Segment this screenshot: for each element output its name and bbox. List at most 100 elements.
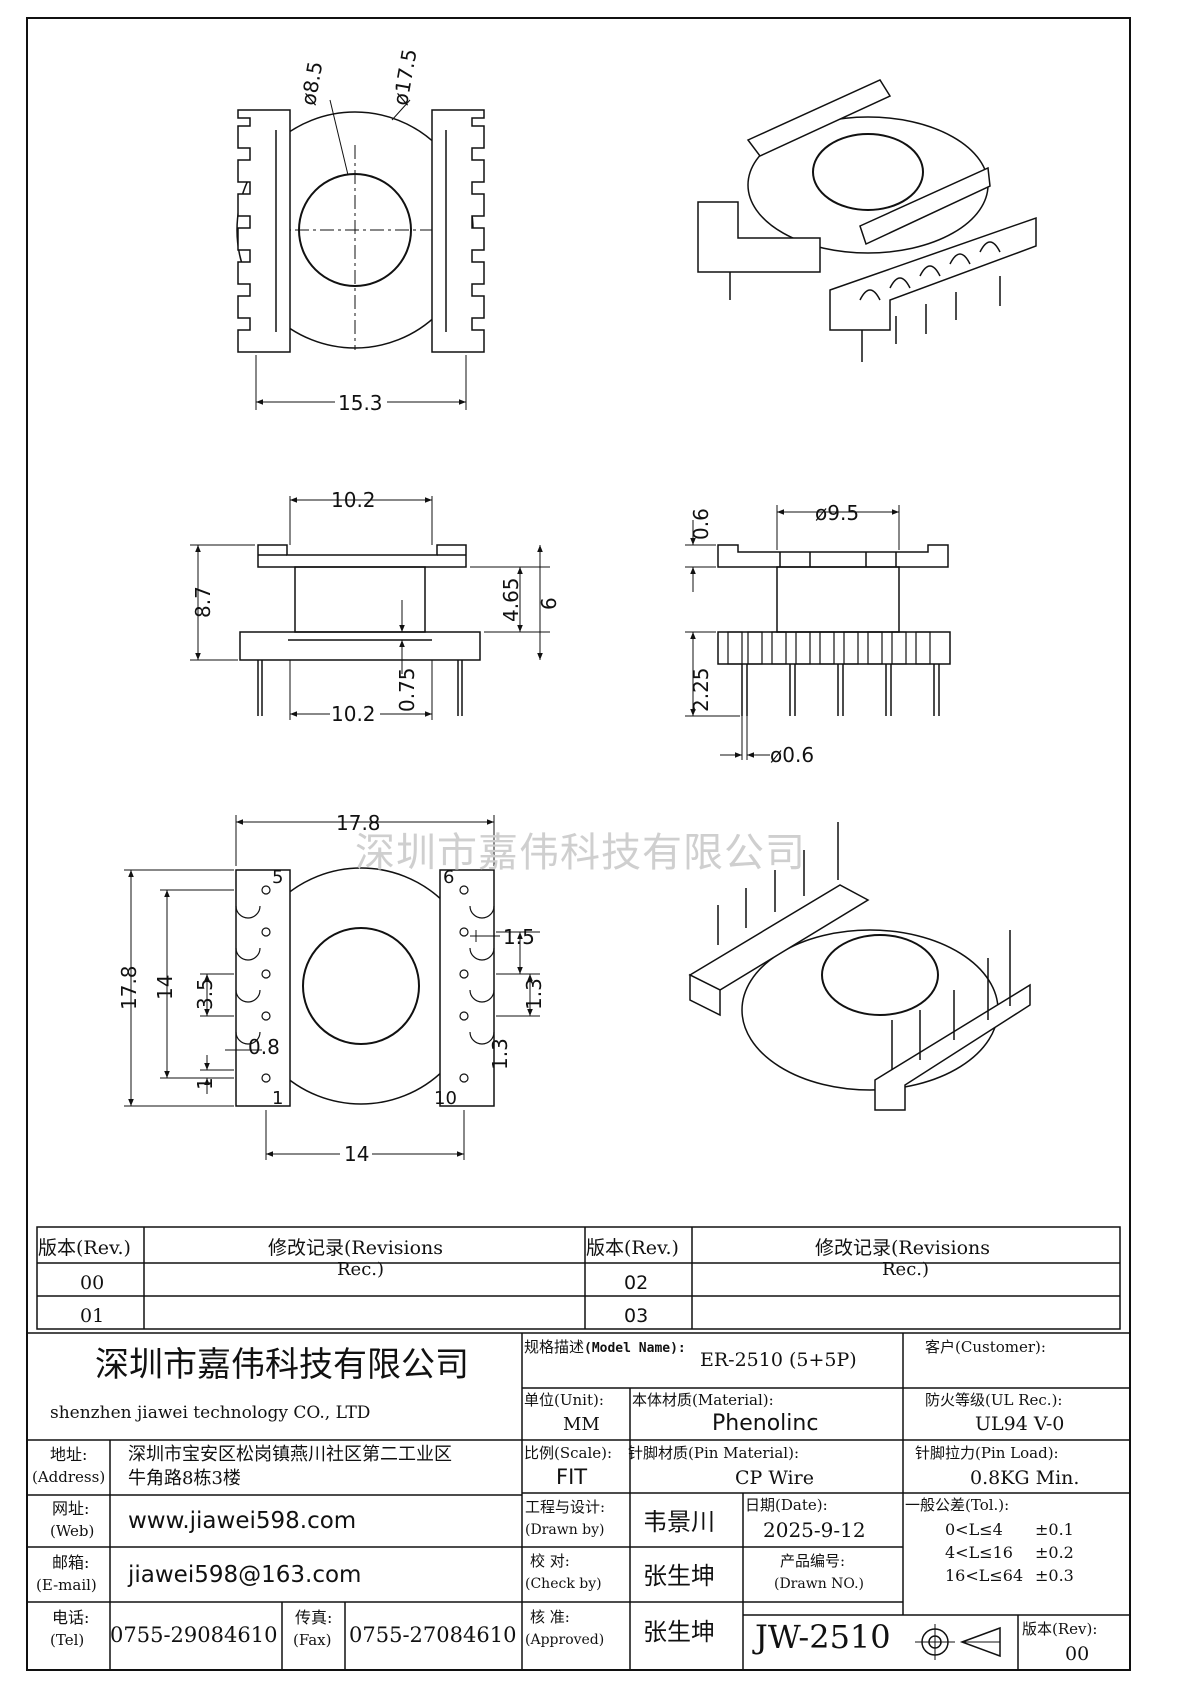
side-view bbox=[685, 505, 951, 760]
tol-range-2: 4<L≤16 bbox=[945, 1543, 1013, 1562]
unit-value: MM bbox=[563, 1414, 600, 1435]
website-link[interactable]: www.jiawei598.com bbox=[128, 1508, 356, 1534]
dim-d8-5: ø8.5 bbox=[296, 60, 327, 108]
dim-4-65: 4.65 bbox=[499, 577, 523, 622]
dim-10-2-bottom: 10.2 bbox=[331, 702, 376, 726]
dim-2-25: 2.25 bbox=[689, 667, 713, 712]
company-name-cn: 深圳市嘉伟科技有限公司 bbox=[95, 1345, 469, 1385]
unit-label: 单位(Unit): bbox=[524, 1391, 604, 1409]
dim-14-width: 14 bbox=[344, 1142, 369, 1166]
pin-material-label: 针脚材质(Pin Material): bbox=[628, 1444, 799, 1462]
fax-label: 传真: bbox=[295, 1608, 332, 1627]
fax-label-en: (Fax) bbox=[293, 1631, 332, 1649]
email-label-en: (E-mail) bbox=[36, 1576, 97, 1594]
dim-pin-d0-6: ø0.6 bbox=[770, 743, 814, 767]
material-label: 本体材质(Material): bbox=[632, 1391, 774, 1409]
dim-1-3-a: 1.3 bbox=[522, 978, 546, 1010]
tol-value-2: ±0.2 bbox=[1035, 1543, 1074, 1562]
dim-6: 6 bbox=[537, 597, 561, 610]
rec-label-right: Rec.) bbox=[882, 1259, 929, 1280]
rev-header-right: 版本(Rev.) bbox=[586, 1237, 679, 1259]
pin-label-5: 5 bbox=[272, 867, 283, 888]
rev-row-03: 03 bbox=[624, 1305, 648, 1327]
dim-15-3: 15.3 bbox=[338, 391, 383, 415]
title-block bbox=[26, 1332, 1131, 1671]
dim-0-8: 0.8 bbox=[248, 1035, 280, 1059]
ul-value: UL94 V-0 bbox=[975, 1413, 1064, 1435]
check-label: 校 对: bbox=[530, 1552, 570, 1570]
drawing-no-value: JW-2510 bbox=[752, 1618, 891, 1656]
bottom-view bbox=[124, 815, 540, 1160]
dim-0-6: 0.6 bbox=[689, 508, 713, 540]
record-header-right: 修改记录(Revisions bbox=[815, 1237, 990, 1259]
address-line-2: 牛角路8栋3楼 bbox=[128, 1468, 241, 1489]
pin-load-value: 0.8KG Min. bbox=[970, 1467, 1079, 1489]
front-view bbox=[190, 496, 550, 720]
address-label-en: (Address) bbox=[32, 1468, 105, 1486]
dim-0-75: 0.75 bbox=[395, 667, 419, 712]
ul-label: 防火等级(UL Rec.): bbox=[925, 1391, 1062, 1409]
pin-material-value: CP Wire bbox=[735, 1467, 814, 1489]
dim-17-8-width: 17.8 bbox=[336, 811, 381, 835]
scale-label: 比例(Scale): bbox=[524, 1444, 612, 1462]
dim-17-8-height: 17.8 bbox=[117, 965, 141, 1010]
rev-row-01: 01 bbox=[80, 1305, 104, 1327]
dim-14-height: 14 bbox=[153, 975, 177, 1000]
rev-row-00: 00 bbox=[80, 1272, 104, 1294]
date-label: 日期(Date): bbox=[745, 1496, 828, 1514]
email-label: 邮箱: bbox=[52, 1553, 89, 1572]
dim-3-5: 3.5 bbox=[193, 978, 217, 1010]
pin-load-label: 针脚拉力(Pin Load): bbox=[915, 1444, 1059, 1462]
tel-label: 电话: bbox=[52, 1608, 89, 1627]
record-header-left: 修改记录(Revisions bbox=[268, 1237, 443, 1259]
dim-1-5: 1.5 bbox=[503, 925, 535, 949]
rev-header-left: 版本(Rev.) bbox=[38, 1237, 131, 1259]
scale-value: FIT bbox=[556, 1465, 587, 1489]
drawn-label-en: (Drawn by) bbox=[525, 1522, 605, 1538]
dim-1: 1 bbox=[193, 1077, 217, 1090]
rev-value: 00 bbox=[1065, 1643, 1089, 1665]
material-value: Phenolinc bbox=[712, 1411, 818, 1436]
iso-view-bottom bbox=[688, 822, 1031, 1111]
top-view bbox=[236, 99, 485, 410]
tol-range-3: 16<L≤64 bbox=[945, 1566, 1023, 1585]
rec-label-left: Rec.) bbox=[337, 1259, 384, 1280]
tel-value: 0755-29084610 bbox=[110, 1623, 277, 1647]
tol-range-1: 0<L≤4 bbox=[945, 1520, 1003, 1539]
fax-value: 0755-27084610 bbox=[349, 1623, 516, 1647]
email-link[interactable]: jiawei598@163.com bbox=[127, 1562, 361, 1588]
web-label: 网址: bbox=[52, 1499, 89, 1518]
tol-value-3: ±0.3 bbox=[1035, 1566, 1074, 1585]
tel-label-en: (Tel) bbox=[50, 1631, 84, 1649]
model-label-en: (Model Name): bbox=[584, 1341, 686, 1356]
rev-label: 版本(Rev): bbox=[1022, 1620, 1097, 1638]
web-label-en: (Web) bbox=[50, 1522, 94, 1540]
approved-label: 核 准: bbox=[530, 1608, 570, 1626]
projection-symbol-icon bbox=[915, 1624, 1001, 1660]
model-label-cn: 规格描述 bbox=[524, 1338, 584, 1356]
tol-label: 一般公差(Tol.): bbox=[905, 1496, 1009, 1514]
dim-d17-5: ø17.5 bbox=[388, 47, 421, 107]
watermark-text: 深圳市嘉伟科技有限公司 bbox=[355, 830, 806, 876]
dim-10-2-top: 10.2 bbox=[331, 488, 376, 512]
drawing-no-label: 产品编号: bbox=[780, 1552, 845, 1570]
tol-value-1: ±0.1 bbox=[1035, 1520, 1074, 1539]
date-value: 2025-9-12 bbox=[763, 1518, 866, 1542]
pin-label-1: 1 bbox=[272, 1088, 283, 1109]
drawn-value: 韦景川 bbox=[643, 1508, 715, 1536]
address-line-1: 深圳市宝安区松岗镇燕川社区第二工业区 bbox=[128, 1444, 452, 1465]
approved-label-en: (Approved) bbox=[525, 1632, 604, 1648]
customer-label: 客户(Customer): bbox=[925, 1338, 1046, 1356]
address-label: 地址: bbox=[50, 1445, 87, 1464]
rev-row-02: 02 bbox=[624, 1272, 648, 1294]
dim-d9-5: ø9.5 bbox=[815, 501, 859, 525]
approved-value: 张生坤 bbox=[643, 1618, 715, 1646]
check-value: 张生坤 bbox=[643, 1562, 715, 1590]
check-label-en: (Check by) bbox=[525, 1576, 602, 1592]
drawn-label: 工程与设计: bbox=[525, 1498, 605, 1516]
dim-1-3-b: 1.3 bbox=[488, 1038, 512, 1070]
pin-label-10: 10 bbox=[434, 1088, 457, 1109]
iso-view-top bbox=[697, 79, 1037, 362]
